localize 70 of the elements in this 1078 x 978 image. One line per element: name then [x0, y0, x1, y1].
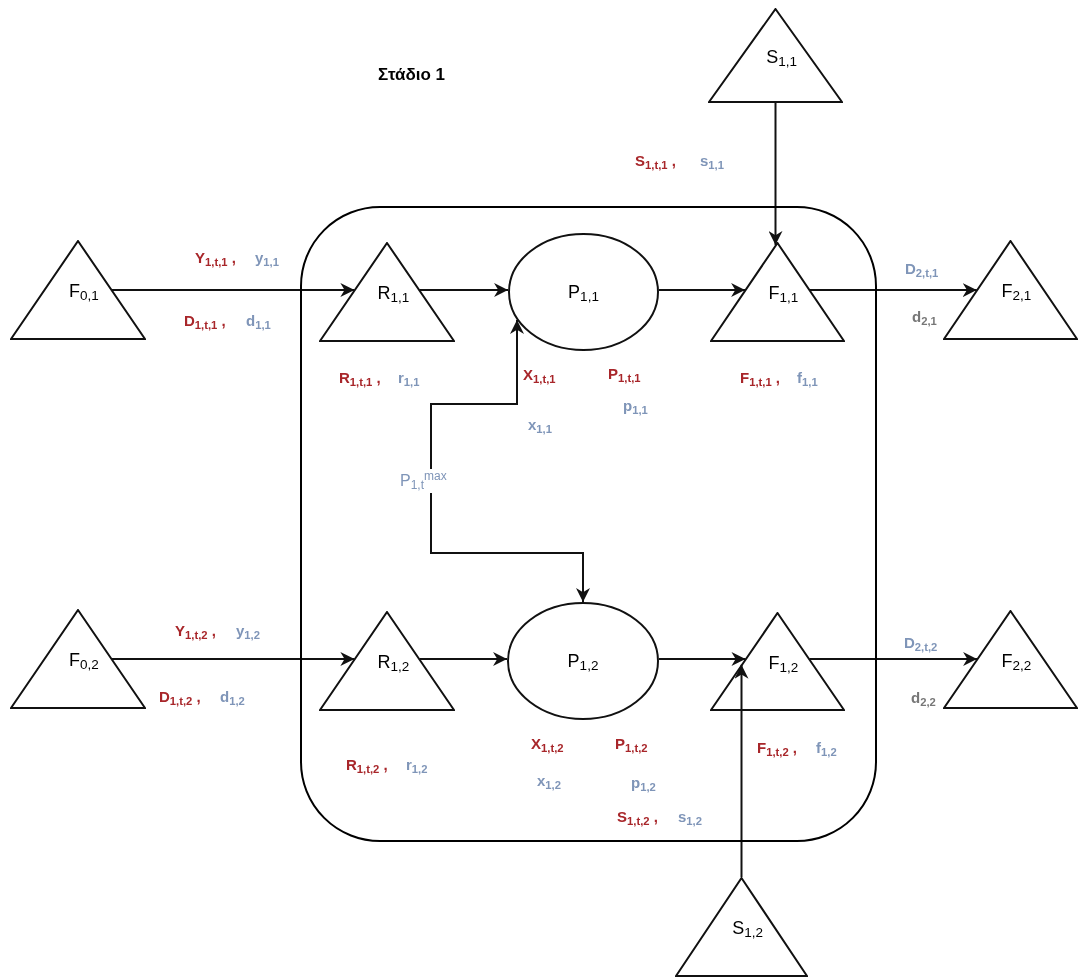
variable-label: d$_{2,2}$ [911, 688, 936, 710]
arrow [418, 283, 510, 297]
node-label: F$_{1,2}$ [768, 651, 799, 677]
diagram-title: Στάδιο 1 [378, 64, 446, 86]
variable-label: R$_{1,t,1}$ , [339, 368, 381, 390]
variable-label: Y$_{1,t,2}$ , [175, 621, 216, 643]
arrow [808, 652, 979, 666]
triangle-node [943, 610, 1078, 709]
variable-label: f$_{1,2}$ [816, 738, 837, 760]
triangle-node [708, 8, 843, 103]
arrow [111, 652, 356, 666]
variable-label: r$_{1,1}$ [398, 368, 420, 390]
variable-label: y$_{1,2}$ [236, 621, 260, 643]
variable-label: s$_{1,1}$ [700, 151, 724, 173]
variable-label: d$_{2,1}$ [912, 307, 937, 329]
triangle-node [10, 609, 146, 709]
triangle-node [710, 612, 845, 711]
variable-label: S$_{1,t,2}$ , [617, 807, 658, 829]
stage-box [300, 206, 877, 842]
triangle-node [319, 242, 455, 342]
variable-label: f$_{1,1}$ [797, 368, 818, 390]
triangle-node [943, 240, 1078, 340]
variable-label: F$_{1,t,2}$ , [757, 738, 798, 760]
variable-label: p$_{1,1}$ [623, 396, 648, 418]
variable-label: S$_{1,t,1}$ , [635, 151, 676, 173]
node-label: F$_{0,1}$ [69, 280, 99, 305]
arrow [430, 492, 590, 603]
variable-label: P$_{1,t,1}$ [608, 364, 641, 386]
variable-label: Y$_{1,t,1}$ , [195, 248, 236, 270]
variable-label: d$_{1,2}$ [220, 687, 245, 709]
variable-label: r$_{1,2}$ [406, 755, 428, 777]
arrow [111, 283, 356, 297]
node-label: F$_{0,2}$ [69, 649, 99, 674]
node-label: F$_{2,1}$ [1001, 280, 1032, 305]
node-label: F$_{1,1}$ [768, 282, 799, 307]
variable-label: s$_{1,2}$ [678, 807, 702, 829]
arrow [657, 283, 747, 297]
variable-label: x$_{1,2}$ [537, 771, 561, 793]
variable-label: D$_{2,t,2}$ [904, 633, 938, 655]
variable-label: d$_{1,1}$ [246, 311, 271, 333]
node-label: P$_{1,2}$ [567, 649, 599, 675]
node-label: S$_{1,1}$ [766, 46, 798, 72]
triangle-node [319, 611, 455, 711]
ellipse-node [507, 602, 659, 720]
variable-label: x$_{1,1}$ [528, 415, 552, 437]
variable-label: y$_{1,1}$ [255, 248, 279, 270]
arrow [734, 663, 749, 878]
variable-label: p$_{1,2}$ [631, 773, 656, 795]
variable-label: D$_{1,t,1}$ , [184, 311, 226, 333]
node-label: R$_{1,2}$ [377, 651, 410, 676]
variable-label: D$_{2,t,1}$ [905, 259, 939, 281]
variable-label: P$_{1,t,2}$ [615, 734, 648, 756]
variable-label: R$_{1,t,2}$ , [346, 755, 388, 777]
arrow [657, 652, 747, 666]
triangle-node [675, 877, 808, 977]
arrow [768, 102, 783, 246]
ellipse-node [508, 233, 659, 351]
arrow [430, 318, 524, 470]
node-label: F$_{2,2}$ [1001, 649, 1032, 675]
arrow [418, 652, 509, 666]
node-label: R$_{1,1}$ [377, 282, 410, 307]
node-label: S$_{1,2}$ [732, 917, 764, 942]
variable-label: D$_{1,t,2}$ , [159, 687, 201, 709]
variable-label: X$_{1,t,1}$ [523, 365, 556, 387]
node-label: P$_{1,1}$ [568, 280, 599, 306]
triangle-node [710, 242, 845, 342]
variable-label: X$_{1,t,2}$ [531, 734, 564, 756]
variable-label: F$_{1,t,1}$ , [740, 368, 781, 390]
triangle-node [10, 240, 146, 340]
arrow [808, 283, 978, 297]
